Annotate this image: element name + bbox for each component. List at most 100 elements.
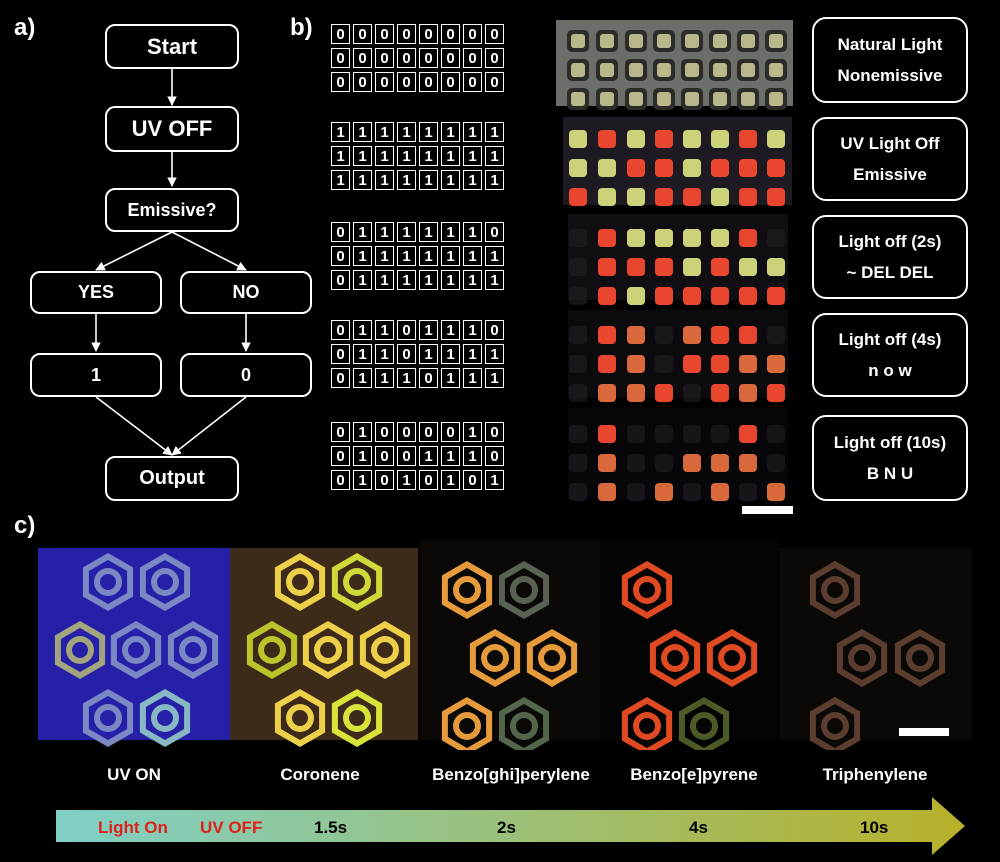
emission-dot: [598, 188, 616, 206]
bit-cell: 1: [419, 122, 438, 142]
emission-dot: [739, 159, 757, 177]
desc-natural-line2: Nonemissive: [837, 66, 943, 85]
flowchart-connectors: [91, 68, 251, 456]
emission-dot: [627, 355, 645, 373]
emission-dot: [655, 287, 673, 305]
photo-light-off-2s: [568, 214, 788, 300]
hexagon-ring: [827, 718, 843, 734]
dot-grids: [567, 30, 787, 501]
well-dot: [741, 63, 755, 77]
bit-cell: 0: [331, 48, 350, 68]
bit-cell: 1: [441, 446, 460, 466]
emission-dot: [711, 159, 729, 177]
bit-cell: 0: [331, 24, 350, 44]
caption-benzo-ghi-perylene: Benzo[ghi]perylene: [432, 765, 590, 784]
well-dot: [685, 63, 699, 77]
hexagon-ring: [827, 582, 843, 598]
desc-4s-line2: n o w: [868, 361, 912, 380]
emission-dot: [767, 425, 785, 443]
bit-cell: 1: [375, 344, 394, 364]
timeline-light-on: Light On: [98, 818, 168, 837]
caption-benzo-e-pyrene: Benzo[e]pyrene: [630, 765, 758, 784]
bit-cell: 0: [397, 344, 416, 364]
emission-dot: [711, 188, 729, 206]
emission-dot: [655, 130, 673, 148]
flow-uv-off-box: UV OFF: [105, 106, 239, 152]
well-dot: [629, 92, 643, 106]
bit-cell: 1: [375, 368, 394, 388]
emission-dot: [569, 258, 587, 276]
emission-dot: [739, 188, 757, 206]
bit-cell: 0: [397, 72, 416, 92]
bit-cell: 0: [353, 72, 372, 92]
bit-cell: 0: [331, 446, 350, 466]
bit-cell: 1: [485, 270, 504, 290]
emission-dot: [767, 159, 785, 177]
emission-dot: [569, 130, 587, 148]
bit-cell: 0: [485, 48, 504, 68]
bit-cell: 0: [419, 368, 438, 388]
bit-cell: 0: [331, 222, 350, 242]
emission-dot: [655, 326, 673, 344]
hexagon-ring: [264, 642, 280, 658]
scale-bar-b: [742, 506, 793, 514]
hexagon-ring: [487, 650, 503, 666]
emission-dot: [598, 483, 616, 501]
emission-dot: [711, 326, 729, 344]
well-dot: [713, 34, 727, 48]
bit-cell: 1: [419, 170, 438, 190]
emission-dot: [739, 355, 757, 373]
emission-dot: [739, 326, 757, 344]
timeline-4s: 4s: [689, 818, 708, 837]
timeline-1-5s: 1.5s: [314, 818, 348, 837]
bit-cell: 0: [463, 48, 482, 68]
bit-cell: 1: [375, 270, 394, 290]
bit-cell: 0: [375, 72, 394, 92]
bit-cell: 0: [485, 446, 504, 466]
hexagon-ring: [349, 574, 365, 590]
well-dot: [571, 34, 585, 48]
bit-cell: 1: [353, 320, 372, 340]
well-dot: [713, 63, 727, 77]
emission-dot: [683, 425, 701, 443]
bit-cell: 0: [353, 24, 372, 44]
bit-cell: 1: [375, 320, 394, 340]
desc-10s-line2: B N U: [866, 464, 914, 483]
emission-dot: [627, 454, 645, 472]
emission-dot: [569, 384, 587, 402]
hexagon-ring: [912, 650, 928, 666]
bit-cell: 0: [485, 24, 504, 44]
desc-uv-off-line2: Emissive: [853, 165, 927, 184]
bit-cell: 1: [419, 222, 438, 242]
bit-cell: 1: [419, 446, 438, 466]
bit-cell: 1: [463, 146, 482, 166]
emission-dot: [739, 258, 757, 276]
bit-cell: 1: [441, 222, 460, 242]
bit-cell: 0: [331, 422, 350, 442]
bit-cell: 0: [463, 24, 482, 44]
bit-cell: 1: [463, 222, 482, 242]
desc-2s-line2: ~ DEL DEL: [846, 263, 934, 282]
emission-dot: [711, 229, 729, 247]
emission-dot: [598, 326, 616, 344]
emission-dot: [767, 384, 785, 402]
emission-dot: [569, 454, 587, 472]
bit-cell: 1: [375, 122, 394, 142]
bit-cell: 0: [375, 470, 394, 490]
bit-cell: 1: [331, 146, 350, 166]
emission-dot: [627, 384, 645, 402]
bit-cell: 1: [441, 122, 460, 142]
hexagon-patterns: [54, 553, 946, 750]
emission-dot: [655, 425, 673, 443]
bit-cell: 0: [331, 72, 350, 92]
emission-dot: [569, 355, 587, 373]
emission-dot: [598, 454, 616, 472]
bit-cell: 1: [419, 344, 438, 364]
emission-dot: [739, 483, 757, 501]
bit-cell: 1: [353, 246, 372, 266]
